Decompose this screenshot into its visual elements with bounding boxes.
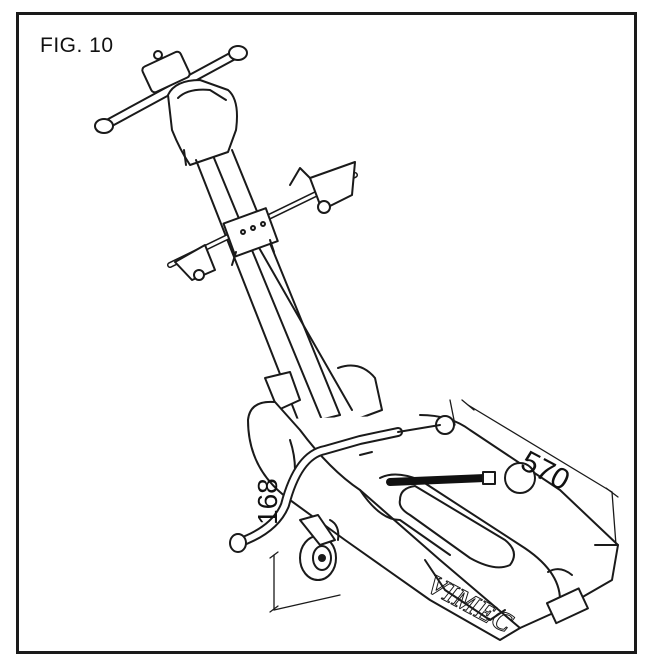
control-head — [167, 79, 238, 166]
figure-label: FIG. 10 — [40, 34, 114, 57]
dimension-lines — [269, 399, 619, 613]
lever-arrow — [359, 451, 536, 494]
front-handle — [229, 415, 455, 553]
caster-wheel — [299, 514, 340, 581]
cross-bar — [167, 161, 358, 281]
rear-hitch — [264, 364, 383, 421]
height-dimension-label: 168 — [252, 478, 283, 525]
